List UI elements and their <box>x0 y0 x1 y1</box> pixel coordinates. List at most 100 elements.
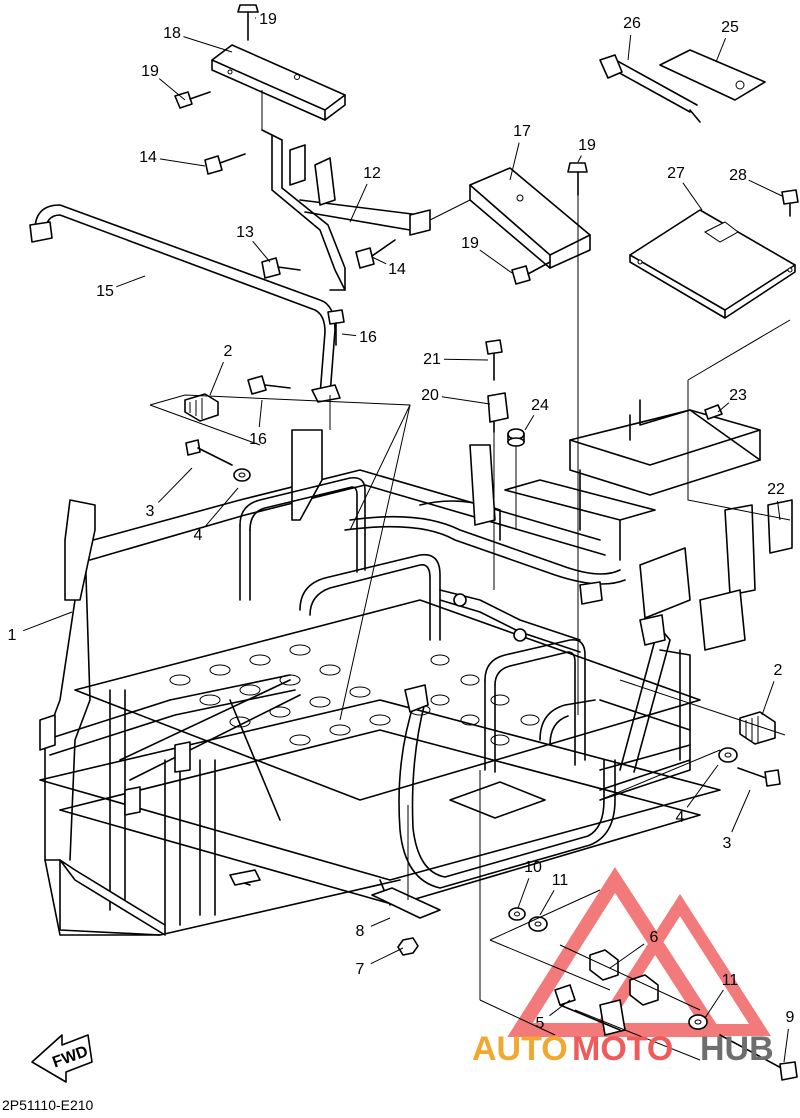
diagram-code: 2P51110-E210 <box>2 1097 94 1113</box>
callout-leader-1 <box>23 612 72 631</box>
callout-19: 19 <box>259 11 277 28</box>
watermark-logo <box>520 880 760 1030</box>
callout-leader-21 <box>444 359 488 360</box>
callout-leader-26 <box>628 35 631 60</box>
part-bolt-19a <box>238 5 258 40</box>
watermark-text: AUTO MOTO HUB <box>472 1030 774 1068</box>
callout-leader-10 <box>518 878 529 908</box>
callout-3: 3 <box>723 835 732 852</box>
part-bracket-17 <box>470 168 590 268</box>
callout-leader-18 <box>183 37 232 52</box>
part-collar-4b <box>719 748 737 762</box>
callout-18: 18 <box>163 25 181 42</box>
part-bolt-13 <box>262 258 300 278</box>
watermark-part1: AUTO <box>472 1030 568 1068</box>
part-label-23 <box>705 405 722 419</box>
callout-11: 11 <box>552 872 569 889</box>
part-collar-11b <box>689 1015 707 1029</box>
part-bolt-16b <box>248 376 290 394</box>
callout-9: 9 <box>786 1009 795 1026</box>
callout-4: 4 <box>676 809 685 826</box>
callout-14: 14 <box>388 261 406 278</box>
part-grommet-24 <box>508 429 524 446</box>
callout-leader-14 <box>160 159 205 166</box>
callout-2: 2 <box>224 343 233 360</box>
part-collar-11a <box>529 917 547 931</box>
callout-13: 13 <box>236 224 254 241</box>
watermark-part3: HUB <box>700 1030 774 1068</box>
callout-11: 11 <box>722 972 739 989</box>
callout-3: 3 <box>146 503 155 520</box>
callout-23: 23 <box>729 387 747 404</box>
watermark-part2: MOTO <box>572 1030 673 1068</box>
callout-leader-19 <box>578 156 581 162</box>
part-bracket-20 <box>488 393 508 432</box>
callout-leader-25 <box>716 38 726 62</box>
callout-leader-16 <box>259 400 262 427</box>
callout-2: 2 <box>774 662 783 679</box>
part-mount-2a <box>185 394 218 421</box>
callout-leader-28 <box>749 180 782 196</box>
part-rail-15 <box>30 205 340 402</box>
part-bolt-21 <box>486 340 502 380</box>
callout-leader-15 <box>116 276 145 287</box>
part-nut-7 <box>398 938 418 955</box>
callout-22: 22 <box>767 481 785 498</box>
callout-leader-9 <box>784 1029 788 1062</box>
callout-6: 6 <box>650 929 659 946</box>
callout-leader-19 <box>159 79 185 100</box>
callout-leader-16 <box>342 334 356 336</box>
part-bolt-16a <box>328 310 344 345</box>
callout-16: 16 <box>359 329 377 346</box>
callout-17: 17 <box>513 123 531 140</box>
part-bracket-18 <box>212 45 345 120</box>
part-bolt-19c <box>568 163 587 195</box>
callout-leader-13 <box>253 241 270 262</box>
part-washer-10 <box>509 908 525 920</box>
part-bolt-3a <box>186 440 232 465</box>
callout-leader-24 <box>525 415 534 430</box>
callout-19: 19 <box>578 137 596 154</box>
part-collar-4a <box>234 469 250 481</box>
callout-15: 15 <box>96 283 114 300</box>
callout-16: 16 <box>249 431 267 448</box>
callout-24: 24 <box>531 397 549 414</box>
callout-leader-8 <box>371 918 390 926</box>
callout-10: 10 <box>524 859 542 876</box>
callout-7: 7 <box>356 961 365 978</box>
callout-27: 27 <box>667 165 685 182</box>
part-bolt-14a <box>205 154 245 174</box>
part-bolt-3b <box>738 768 780 786</box>
part-plate-8 <box>372 888 440 918</box>
callout-28: 28 <box>729 167 747 184</box>
callout-leader-20 <box>442 397 490 404</box>
callout-leader-2 <box>210 362 223 395</box>
callout-leader-3 <box>158 468 192 502</box>
callout-leader-2 <box>762 681 774 715</box>
callout-1: 1 <box>8 627 17 644</box>
callout-26: 26 <box>623 15 641 32</box>
callout-leader-19 <box>480 250 512 273</box>
part-label-22 <box>768 500 792 553</box>
callout-leader-7 <box>371 948 403 964</box>
callout-leader-12 <box>350 184 367 222</box>
part-bolt-19d <box>512 262 550 284</box>
part-bolt-28 <box>782 190 798 216</box>
fwd-arrow: FWD <box>32 1035 92 1082</box>
callout-25: 25 <box>721 19 739 36</box>
callout-8: 8 <box>356 923 365 940</box>
callout-21: 21 <box>423 351 441 368</box>
callout-leader-4 <box>206 488 238 526</box>
callout-leader-11 <box>705 990 723 1018</box>
callout-20: 20 <box>421 387 439 404</box>
callout-leader-3 <box>732 790 750 832</box>
part-mount-2b <box>740 712 775 744</box>
part-bolt-19b <box>175 92 210 108</box>
callout-19: 19 <box>141 63 159 80</box>
callout-12: 12 <box>363 165 381 182</box>
callout-19: 19 <box>461 235 479 252</box>
callout-14: 14 <box>139 149 157 166</box>
callout-leader-27 <box>683 183 702 210</box>
